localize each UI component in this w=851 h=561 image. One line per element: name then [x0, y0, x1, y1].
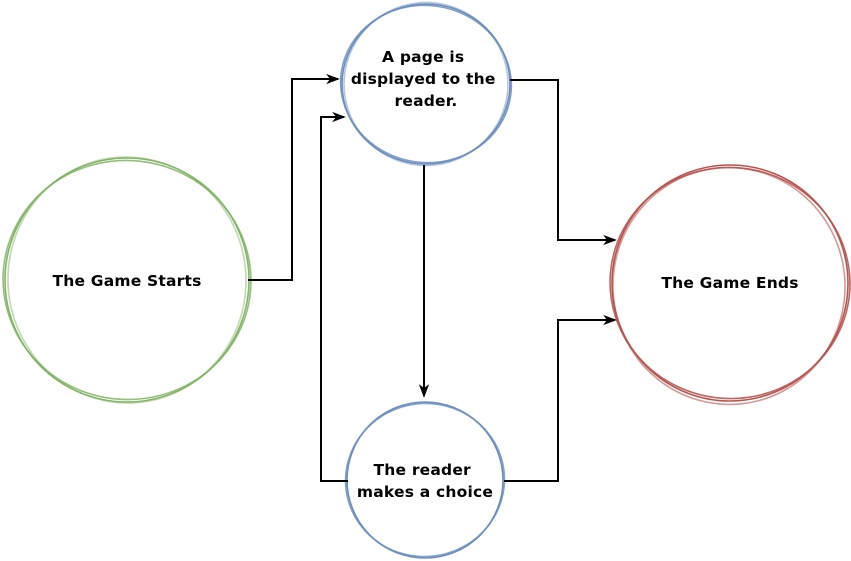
edge-page-to-end[interactable] [510, 79, 617, 246]
node-label-line: The Game Ends [661, 274, 798, 292]
game-starts-sketch-stroke [2, 159, 252, 401]
game-ends-circle[interactable] [611, 164, 849, 402]
reader-choice-sketch-stroke [344, 402, 506, 558]
node-label-line: reader. [395, 92, 458, 110]
node-game-ends[interactable]: The Game Ends [600, 156, 851, 416]
page-displayed-label: A page is displayed to the reader. [351, 48, 501, 110]
page-displayed-sketch-stroke-2 [343, 1, 509, 167]
page-displayed-sketch-stroke [339, 4, 513, 164]
node-label-line: The Game Starts [52, 272, 201, 290]
game-ends-label: The Game Ends [661, 274, 798, 292]
node-reader-choice[interactable]: The reader makes a choice [337, 394, 513, 561]
node-label-line: displayed to the [351, 70, 496, 88]
edge-choice-to-end[interactable] [504, 314, 617, 482]
page-displayed-circle[interactable] [341, 3, 511, 165]
node-page-displayed[interactable]: A page is displayed to the reader. [330, 0, 521, 175]
node-game-starts[interactable]: The Game Starts [0, 147, 263, 413]
game-starts-sketch-stroke-2 [7, 156, 247, 404]
game-ends-sketch-stroke-2 [612, 166, 846, 406]
node-label-line: A page is [382, 48, 464, 66]
reader-choice-label: The reader makes a choice [357, 461, 493, 501]
game-starts-label: The Game Starts [52, 272, 201, 290]
node-label-line: The reader [374, 461, 472, 479]
node-label-line: makes a choice [357, 483, 493, 501]
edge-start-to-page[interactable] [248, 73, 340, 281]
edge-choice-to-page[interactable] [320, 111, 348, 482]
